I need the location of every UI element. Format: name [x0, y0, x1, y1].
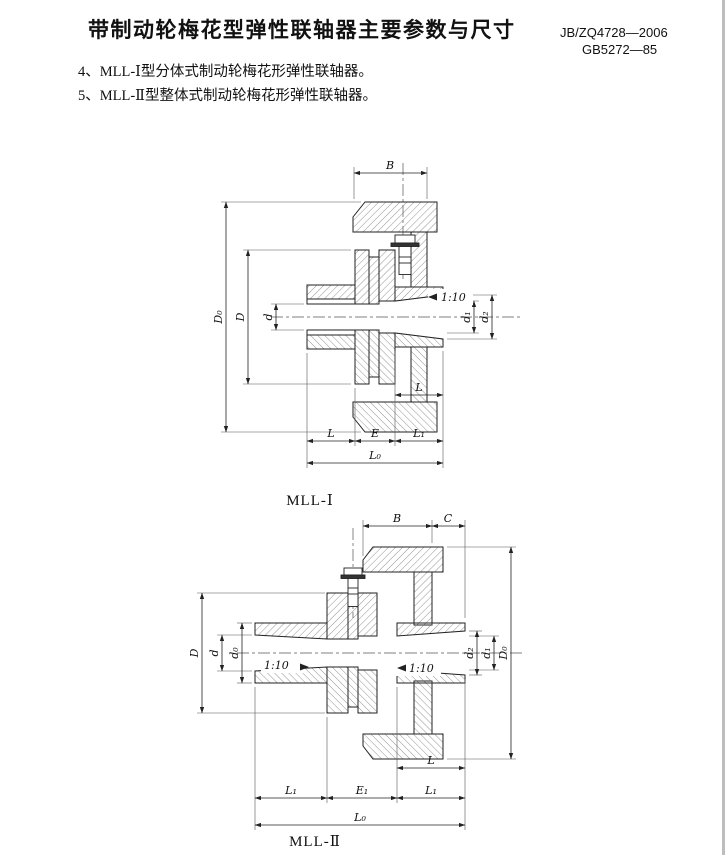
dim-label-d0: d₀	[228, 647, 241, 659]
extension-lines	[197, 520, 516, 830]
figure1-drawing: 1:10 B D₀ D d d₁ d₂ L L E L₁ L₀	[212, 159, 523, 468]
dim-label-B: B	[392, 512, 401, 525]
brake-drum-rim-section	[352, 201, 438, 233]
coupling-section-upper	[254, 546, 466, 640]
brake-drum-rim-section	[362, 546, 444, 573]
note-item-4: 4、MLL-Ⅰ型分体式制动轮梅花形弹性联轴器。	[78, 64, 373, 80]
brake-drum-hub-section	[396, 622, 466, 637]
dim-label-d2: d₂	[478, 311, 491, 322]
dimension-lines	[199, 523, 514, 828]
left-hub-section	[254, 622, 328, 640]
notes-list: 4、MLL-Ⅰ型分体式制动轮梅花形弹性联轴器。 5、MLL-Ⅱ型整体式制动轮梅花…	[78, 60, 377, 108]
taper-callout-left: 1:10	[261, 657, 309, 673]
dim-label-taper: 1:10	[441, 291, 466, 304]
elastomer-spider-section	[368, 256, 380, 305]
page-title: 带制动轮梅花型弹性联轴器主要参数与尺寸	[88, 19, 516, 42]
dimension-labels: B D₀ D d d₁ d₂ L L E L₁ L₀	[212, 159, 491, 462]
standard-ref-2: GB5272—85	[582, 42, 658, 57]
dim-label-L-right: L	[414, 381, 422, 394]
taper-callout-right: 1:10	[395, 660, 441, 676]
dim-label-D0: D₀	[497, 646, 510, 661]
left-flange-section	[354, 249, 370, 305]
dim-label-d: d	[262, 313, 275, 320]
standard-references: JB/ZQ4728—2006 GB5272—85	[560, 24, 668, 58]
standard-ref-1: JB/ZQ4728—2006	[560, 25, 668, 40]
dim-label-L0: L₀	[368, 449, 381, 462]
right-flange-section	[378, 249, 396, 302]
dim-label-B: B	[385, 159, 394, 172]
dim-label-L1: L₁	[412, 427, 425, 440]
dim-label-d1: d₁	[460, 311, 473, 322]
brake-drum-web-section	[413, 571, 433, 626]
dim-label-E: E	[370, 427, 379, 440]
figure2-caption: MLL-Ⅱ	[289, 834, 341, 850]
dim-label-E1: E₁	[355, 784, 368, 797]
left-flange-section	[326, 592, 349, 640]
dim-label-d1: d₁	[480, 647, 493, 658]
dim-label-L0: L₀	[353, 811, 366, 824]
dim-label-L: L	[326, 427, 334, 440]
dim-label-d2: d₂	[463, 647, 476, 658]
figure2-drawing: 1:10 1:10 B C D d d₀ d₂ d₁ D₀ L L₁ E₁ L₁…	[188, 512, 523, 830]
dim-label-L: L	[426, 754, 434, 767]
dim-label-L1-right: L₁	[424, 784, 437, 797]
dim-label-taper-right: 1:10	[409, 662, 434, 675]
note-item-5: 5、MLL-Ⅱ型整体式制动轮梅花形弹性联轴器。	[78, 88, 378, 104]
dim-label-taper-left: 1:10	[264, 659, 289, 672]
taper-callout: 1:10	[428, 289, 473, 305]
dim-label-L1-left: L₁	[284, 784, 297, 797]
coupling-section-upper	[306, 201, 444, 305]
dim-label-D0: D₀	[212, 310, 225, 325]
right-flange-section	[357, 592, 378, 637]
clamp-bolt	[340, 567, 366, 607]
dim-label-D: D	[234, 312, 247, 322]
keyway	[306, 298, 356, 305]
dimension-lines	[223, 170, 495, 466]
dim-label-d: d	[208, 649, 221, 656]
dimension-labels: B C D d d₀ d₂ d₁ D₀ L L₁ E₁ L₁ L₀	[188, 512, 510, 824]
dim-label-D: D	[188, 648, 201, 658]
dim-label-C: C	[444, 512, 453, 525]
clamp-bolt	[390, 234, 420, 275]
scan-edge	[722, 0, 725, 855]
figure1-caption: MLL-Ⅰ	[286, 493, 334, 509]
